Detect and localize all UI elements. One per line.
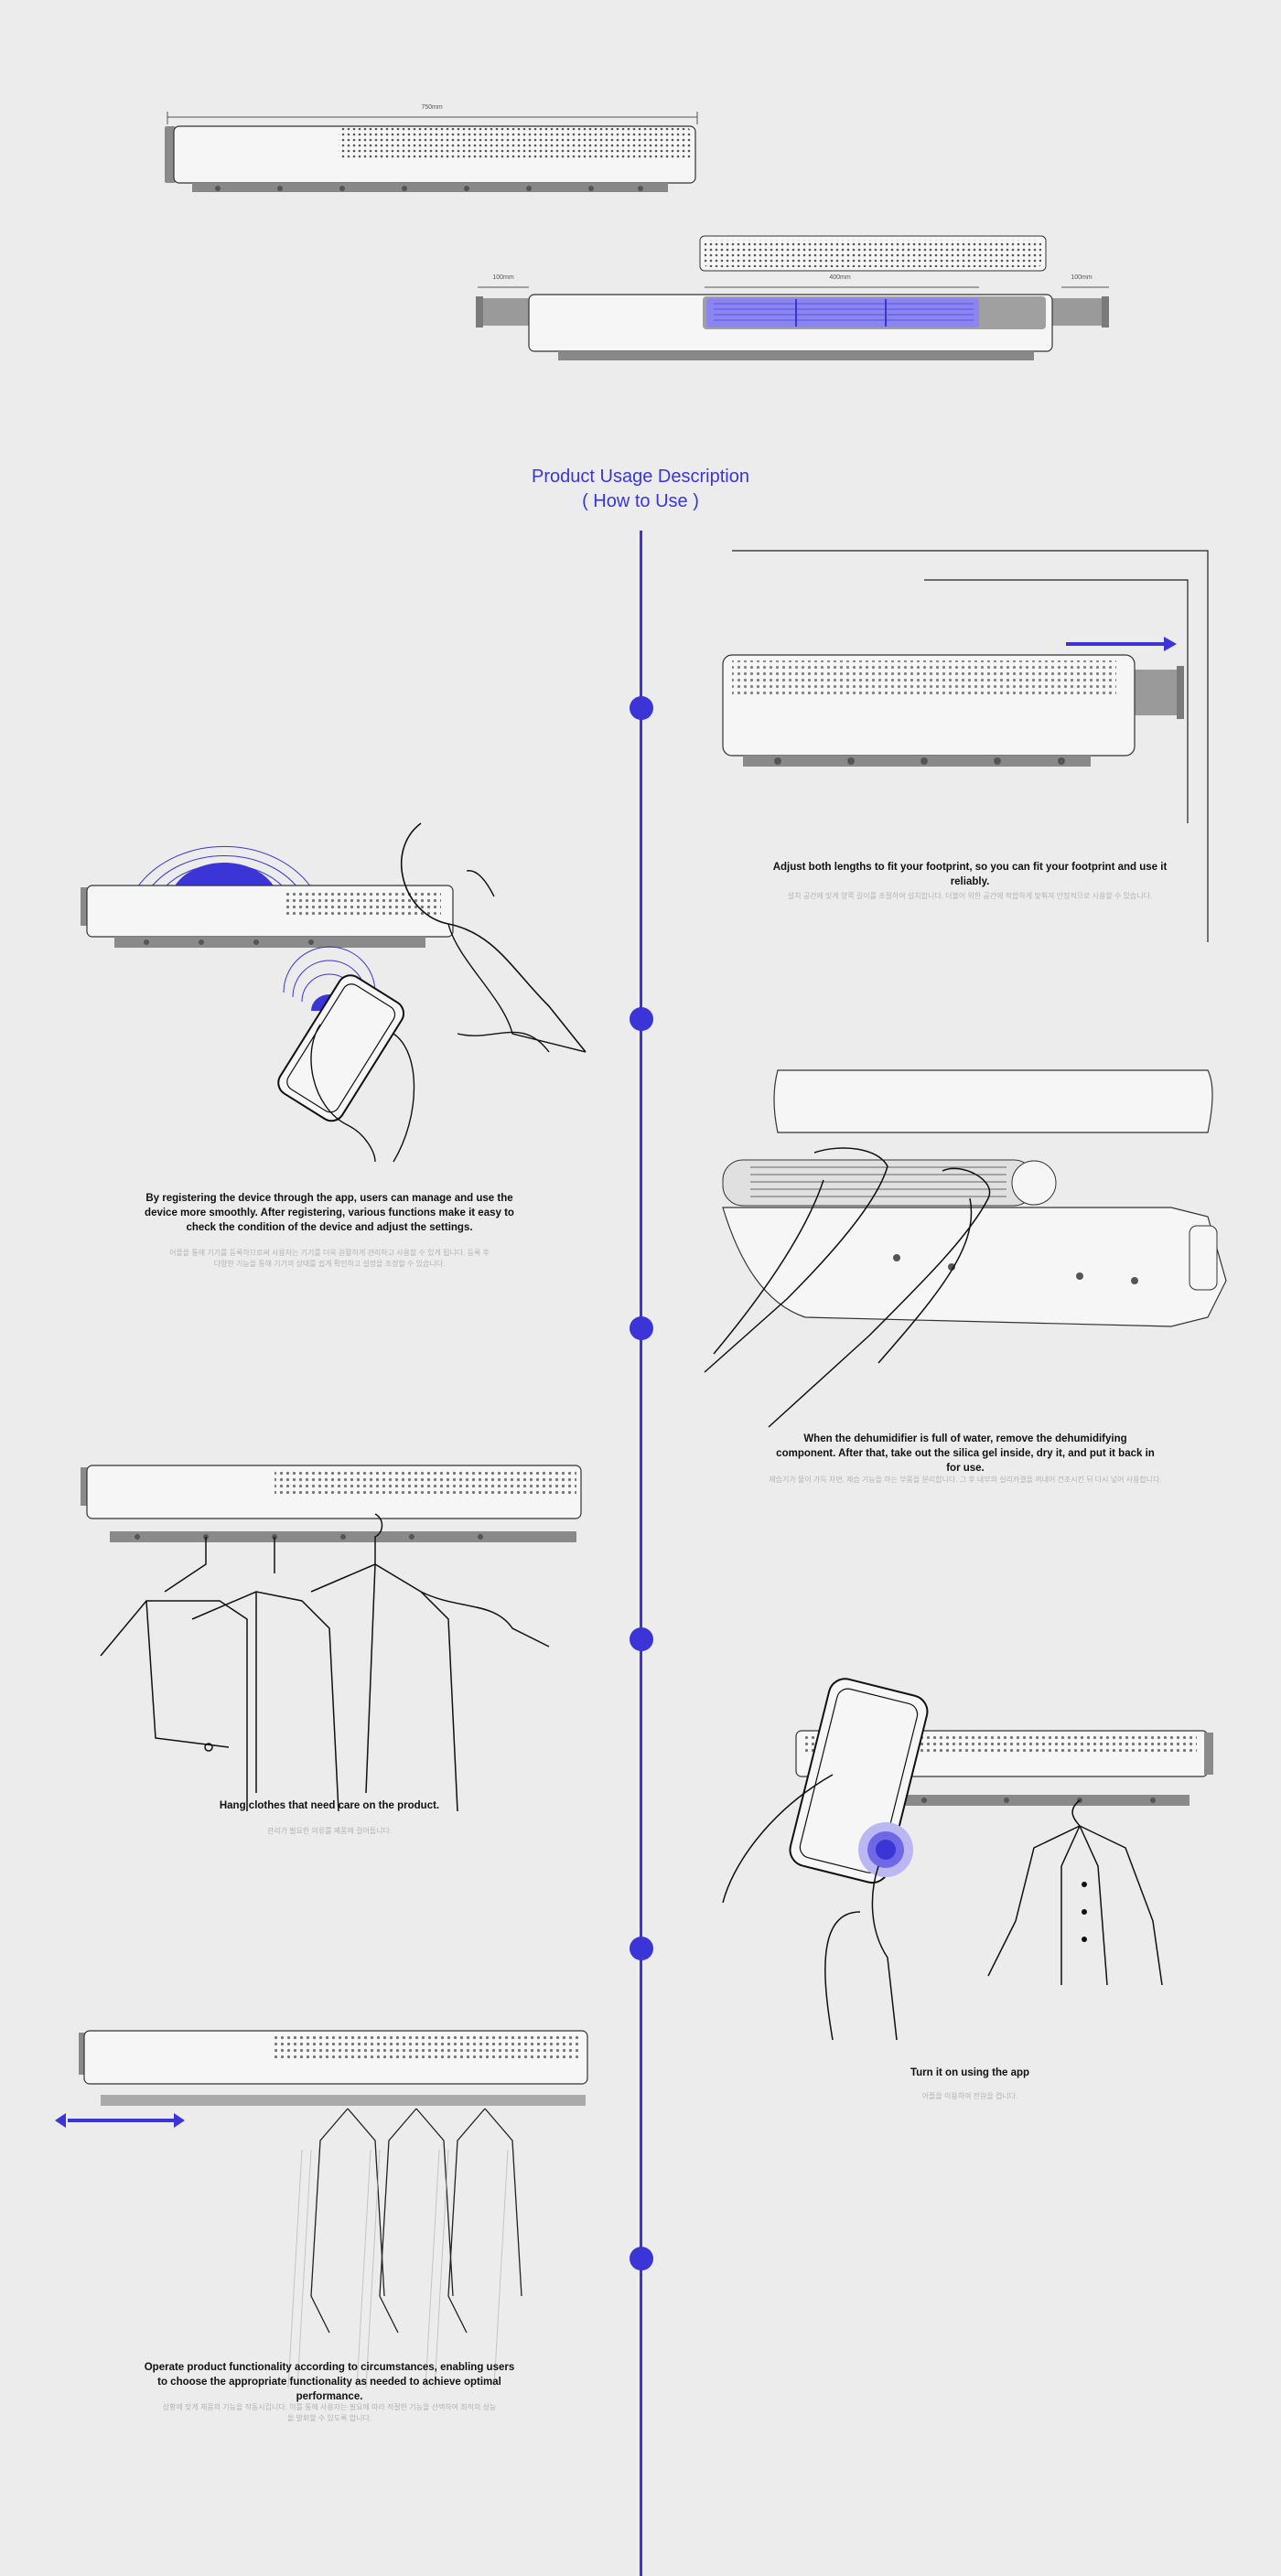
dimension-total: 750mm: [421, 104, 443, 111]
timeline-line: [640, 531, 642, 2576]
step5-subcaption: 어플을 이용하여 전원을 켭니다.: [921, 2092, 1018, 2100]
product-top-view: [165, 112, 1109, 360]
dimension-left: 100mm: [492, 274, 514, 281]
step5-illustration: [722, 1678, 1213, 2041]
timeline-dot-5: [630, 1937, 653, 1960]
section-title: Product Usage Description ( How to Use ): [0, 467, 1281, 512]
timeline-dot-1: [630, 696, 653, 720]
step3-subcaption: 제습기가 물이 가득 차면, 제습 기능을 하는 부품을 분리합니다. 그 후 …: [769, 1476, 1162, 1484]
step3-caption: When the dehumidifier is full of water, …: [776, 1433, 1155, 1474]
step1-caption: Adjust both lengths to fit your footprin…: [772, 862, 1168, 887]
step2-caption: By registering the device through the ap…: [145, 1193, 514, 1233]
dimension-middle: 400mm: [829, 274, 851, 281]
step4-caption: Hang clothes that need care on the produ…: [219, 1800, 440, 1811]
section-title-line1: Product Usage Description: [532, 467, 749, 487]
timeline-dot-3: [630, 1316, 653, 1340]
step2-illustration: [81, 822, 587, 1163]
timeline-dot-4: [630, 1627, 653, 1651]
step1-subcaption: 설치 공간에 맞게 양쪽 길이를 조절하여 설치합니다. 더불어 위한 공간에 …: [787, 892, 1153, 900]
timeline-dot-6: [630, 2247, 653, 2270]
step6-caption: Operate product functionality according …: [144, 2362, 515, 2402]
dimension-right: 100mm: [1071, 274, 1093, 281]
step4-subcaption: 관리가 필요한 의류를 제품에 걸어둡니다.: [266, 1827, 393, 1835]
step5-caption: Turn it on using the app: [910, 2067, 1030, 2078]
section-title-line2: ( How to Use ): [582, 491, 699, 511]
step1-illustration: [722, 550, 1209, 942]
step4-illustration: [81, 1465, 582, 1812]
step3-illustration: [704, 1069, 1227, 1428]
step6-illustration: [55, 2030, 588, 2388]
step2-subcaption: 어플을 통해 기기를 등록하므로써 사용자는 기기를 더욱 원활하게 관리하고 …: [169, 1249, 490, 1268]
step6-subcaption: 상황에 맞게 제품의 기능을 작동시킵니다. 이를 통해 사용자는 필요에 따라…: [162, 2403, 497, 2422]
timeline-dot-2: [630, 1007, 653, 1031]
